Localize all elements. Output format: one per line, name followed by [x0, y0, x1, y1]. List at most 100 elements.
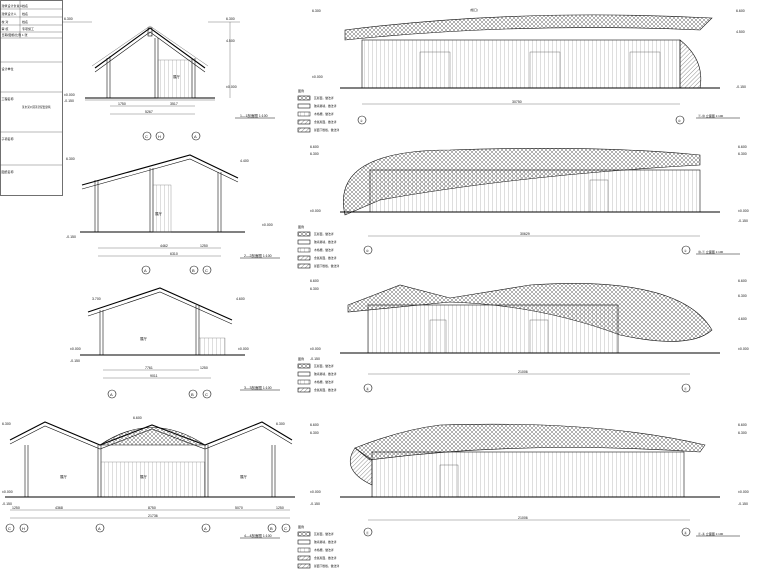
section-3-3: 展厅 3.700 4.600 ±0.000 -0.150 ±0.000 7761…: [70, 287, 280, 399]
legend2-i1: 玻璃幕墙，做法详: [314, 240, 337, 244]
s4-area-3: 展厅: [240, 474, 247, 479]
legend3-i3: 金属屋面，做法详: [314, 388, 337, 392]
e2-axr: ①: [684, 249, 687, 253]
e3-rh0: 6.600: [738, 279, 747, 283]
legend-2: 图例 瓦屋面，做法详 玻璃幕墙，做法详 木格栅，做法详 金属屋面，做法详 屋面下…: [297, 224, 339, 269]
tb-row-3: 审 核: [2, 26, 9, 31]
legend4-i3: 金属屋面，做法详: [314, 556, 337, 560]
s2-area: 展厅: [155, 211, 162, 216]
legend1-i3: 金属屋面，做法详: [314, 120, 337, 124]
s3-label: 3—3剖面图 1:100: [244, 385, 272, 390]
elevation-4: 6.600 6.300 6.600 6.300 ±0.000 -0.150 ±0…: [310, 423, 749, 537]
tb-val-7: 某市某公园茶室配套建筑: [22, 105, 51, 109]
s1-label: 1—1剖面图 1:100: [240, 113, 268, 118]
tb-row-6: 设计单位: [2, 66, 14, 71]
legend1-title: 图例: [298, 88, 304, 93]
legend2-i2: 木格栅，做法详: [314, 248, 334, 252]
e1-h4: -0.150: [736, 85, 746, 89]
e2-h1: 6.300: [310, 152, 319, 156]
s4-ax3: A: [204, 526, 207, 531]
s2-d0: 4462: [160, 244, 168, 248]
s1-ax1: H: [158, 134, 161, 139]
e1-axl: ①: [360, 119, 363, 123]
e3-h1: 6.300: [310, 287, 319, 291]
e4-label: Ⓒ-Ⓐ 立面图 1:100: [698, 531, 724, 536]
legend2-i4: 屋面下檐板，做法详: [314, 264, 339, 268]
s3-h1: 3.700: [92, 297, 101, 301]
section-2-2: 展厅 6.300 4.400 ±0.000 -0.150 4462 1250 6…: [66, 154, 280, 275]
tb-row-9: 图纸名称: [2, 169, 14, 174]
legend2-i0: 瓦屋面，做法详: [314, 232, 334, 236]
s4-area-2: 展厅: [140, 474, 147, 479]
legend4-i4: 屋面下檐板，做法详: [314, 564, 339, 568]
e4-h1: 6.300: [310, 431, 319, 435]
e3-h4: -0.150: [310, 357, 320, 361]
s3-h3: -0.150: [70, 359, 80, 363]
s4-h1: 6.300: [2, 422, 11, 426]
s3-d1: 1250: [200, 366, 208, 370]
s4-ax2: A: [98, 526, 101, 531]
s4-ax5: C: [284, 526, 287, 531]
s4-d1: 4368: [55, 506, 63, 510]
s1-h0: 6.300: [64, 17, 73, 21]
e3-h2: 4.600: [738, 317, 747, 321]
e2-h1r: 6.300: [738, 152, 747, 156]
legend1-i2: 木格栅，做法详: [314, 112, 334, 116]
s2-ax2: C: [205, 268, 208, 273]
legend2-title: 图例: [298, 224, 304, 229]
e2-axl: ⑩: [366, 249, 369, 253]
s2-h3: ±0.000: [262, 223, 273, 227]
s1-rh2: ±0.000: [226, 85, 237, 89]
e3-overall: 21006: [518, 370, 528, 374]
s3-area: 展厅: [140, 336, 147, 341]
s1-d0: 1750: [118, 102, 126, 106]
e3-axr: Ⓒ: [684, 386, 687, 391]
s2-h2: 4.400: [240, 159, 249, 163]
e1-h3: ±0.000: [312, 75, 323, 79]
s4-d4: 1250: [276, 506, 284, 510]
e1-label: ①-⑩ 立面图 1:100: [698, 113, 724, 118]
tb-val-1: 姓名: [22, 11, 28, 16]
s3-h0: 4.600: [236, 297, 245, 301]
s2-d2: 6310: [170, 252, 178, 256]
tb-row-0: 建筑设计负责人: [2, 3, 23, 8]
s1-rh0: 6.300: [226, 17, 235, 21]
s4-ax1: H: [22, 526, 25, 531]
e2-h3: -0.150: [738, 219, 748, 223]
legend1-i1: 玻璃幕墙，做法详: [314, 104, 337, 108]
s3-ax1: B: [191, 392, 194, 397]
legend-1: 图例 瓦屋面，做法详 玻璃幕墙，做法详 木格栅，做法详 金属屋面，做法详 屋面下…: [297, 88, 339, 133]
s4-ax4: B: [270, 526, 273, 531]
e4-rh0: 6.600: [738, 423, 747, 427]
s4-d5: 21736: [148, 514, 158, 518]
s2-ax0: A: [144, 268, 147, 273]
s2-label: 2—2剖面图 1:100: [244, 253, 272, 258]
s1-d1: 3517: [170, 102, 178, 106]
tb-val-2: 姓名: [22, 19, 28, 24]
e4-axr: Ⓐ: [684, 530, 687, 535]
elevation-2: 6.600 6.600 6.300 6.300 ±0.000 ±0.000 -0…: [310, 145, 749, 255]
e4-axl: Ⓒ: [366, 530, 369, 535]
e2-h2r: ±0.000: [738, 209, 749, 213]
legend4-i1: 玻璃幕墙，做法详: [314, 540, 337, 544]
s4-h3: ±0.000: [2, 490, 13, 494]
legend1-i0: 瓦屋面，做法详: [314, 96, 334, 100]
section-1-1: 展厅 6.300 ±0.000 -0.150 6.300 4.500 ±0.00…: [62, 17, 275, 141]
e1-h0: 6.300: [312, 9, 321, 13]
s3-ax0: A: [110, 392, 113, 397]
s2-d1: 1250: [200, 244, 208, 248]
s1-ax2: A: [194, 134, 197, 139]
legend-4: 图例 瓦屋面，做法详 玻璃幕墙，做法详 木格栅，做法详 金属屋面，做法详 屋面下…: [297, 524, 339, 569]
legend4-i0: 瓦屋面，做法详: [314, 532, 334, 536]
e4-rh1: 6.300: [738, 431, 747, 435]
legend4-i2: 木格栅，做法详: [314, 548, 334, 552]
elevation-1: 6.300 6.600 4.500 ±0.000 -0.150 (檐口) 307…: [312, 7, 746, 125]
e3-h3: ±0.000: [310, 347, 321, 351]
e1-overall: 30750: [512, 100, 522, 104]
e3-axl: Ⓐ: [366, 386, 369, 391]
s4-h4: -0.150: [2, 502, 12, 506]
legend3-i1: 玻璃幕墙，做法详: [314, 372, 337, 376]
s4-rh1: 6.300: [276, 422, 285, 426]
s1-area: 展厅: [173, 74, 180, 79]
